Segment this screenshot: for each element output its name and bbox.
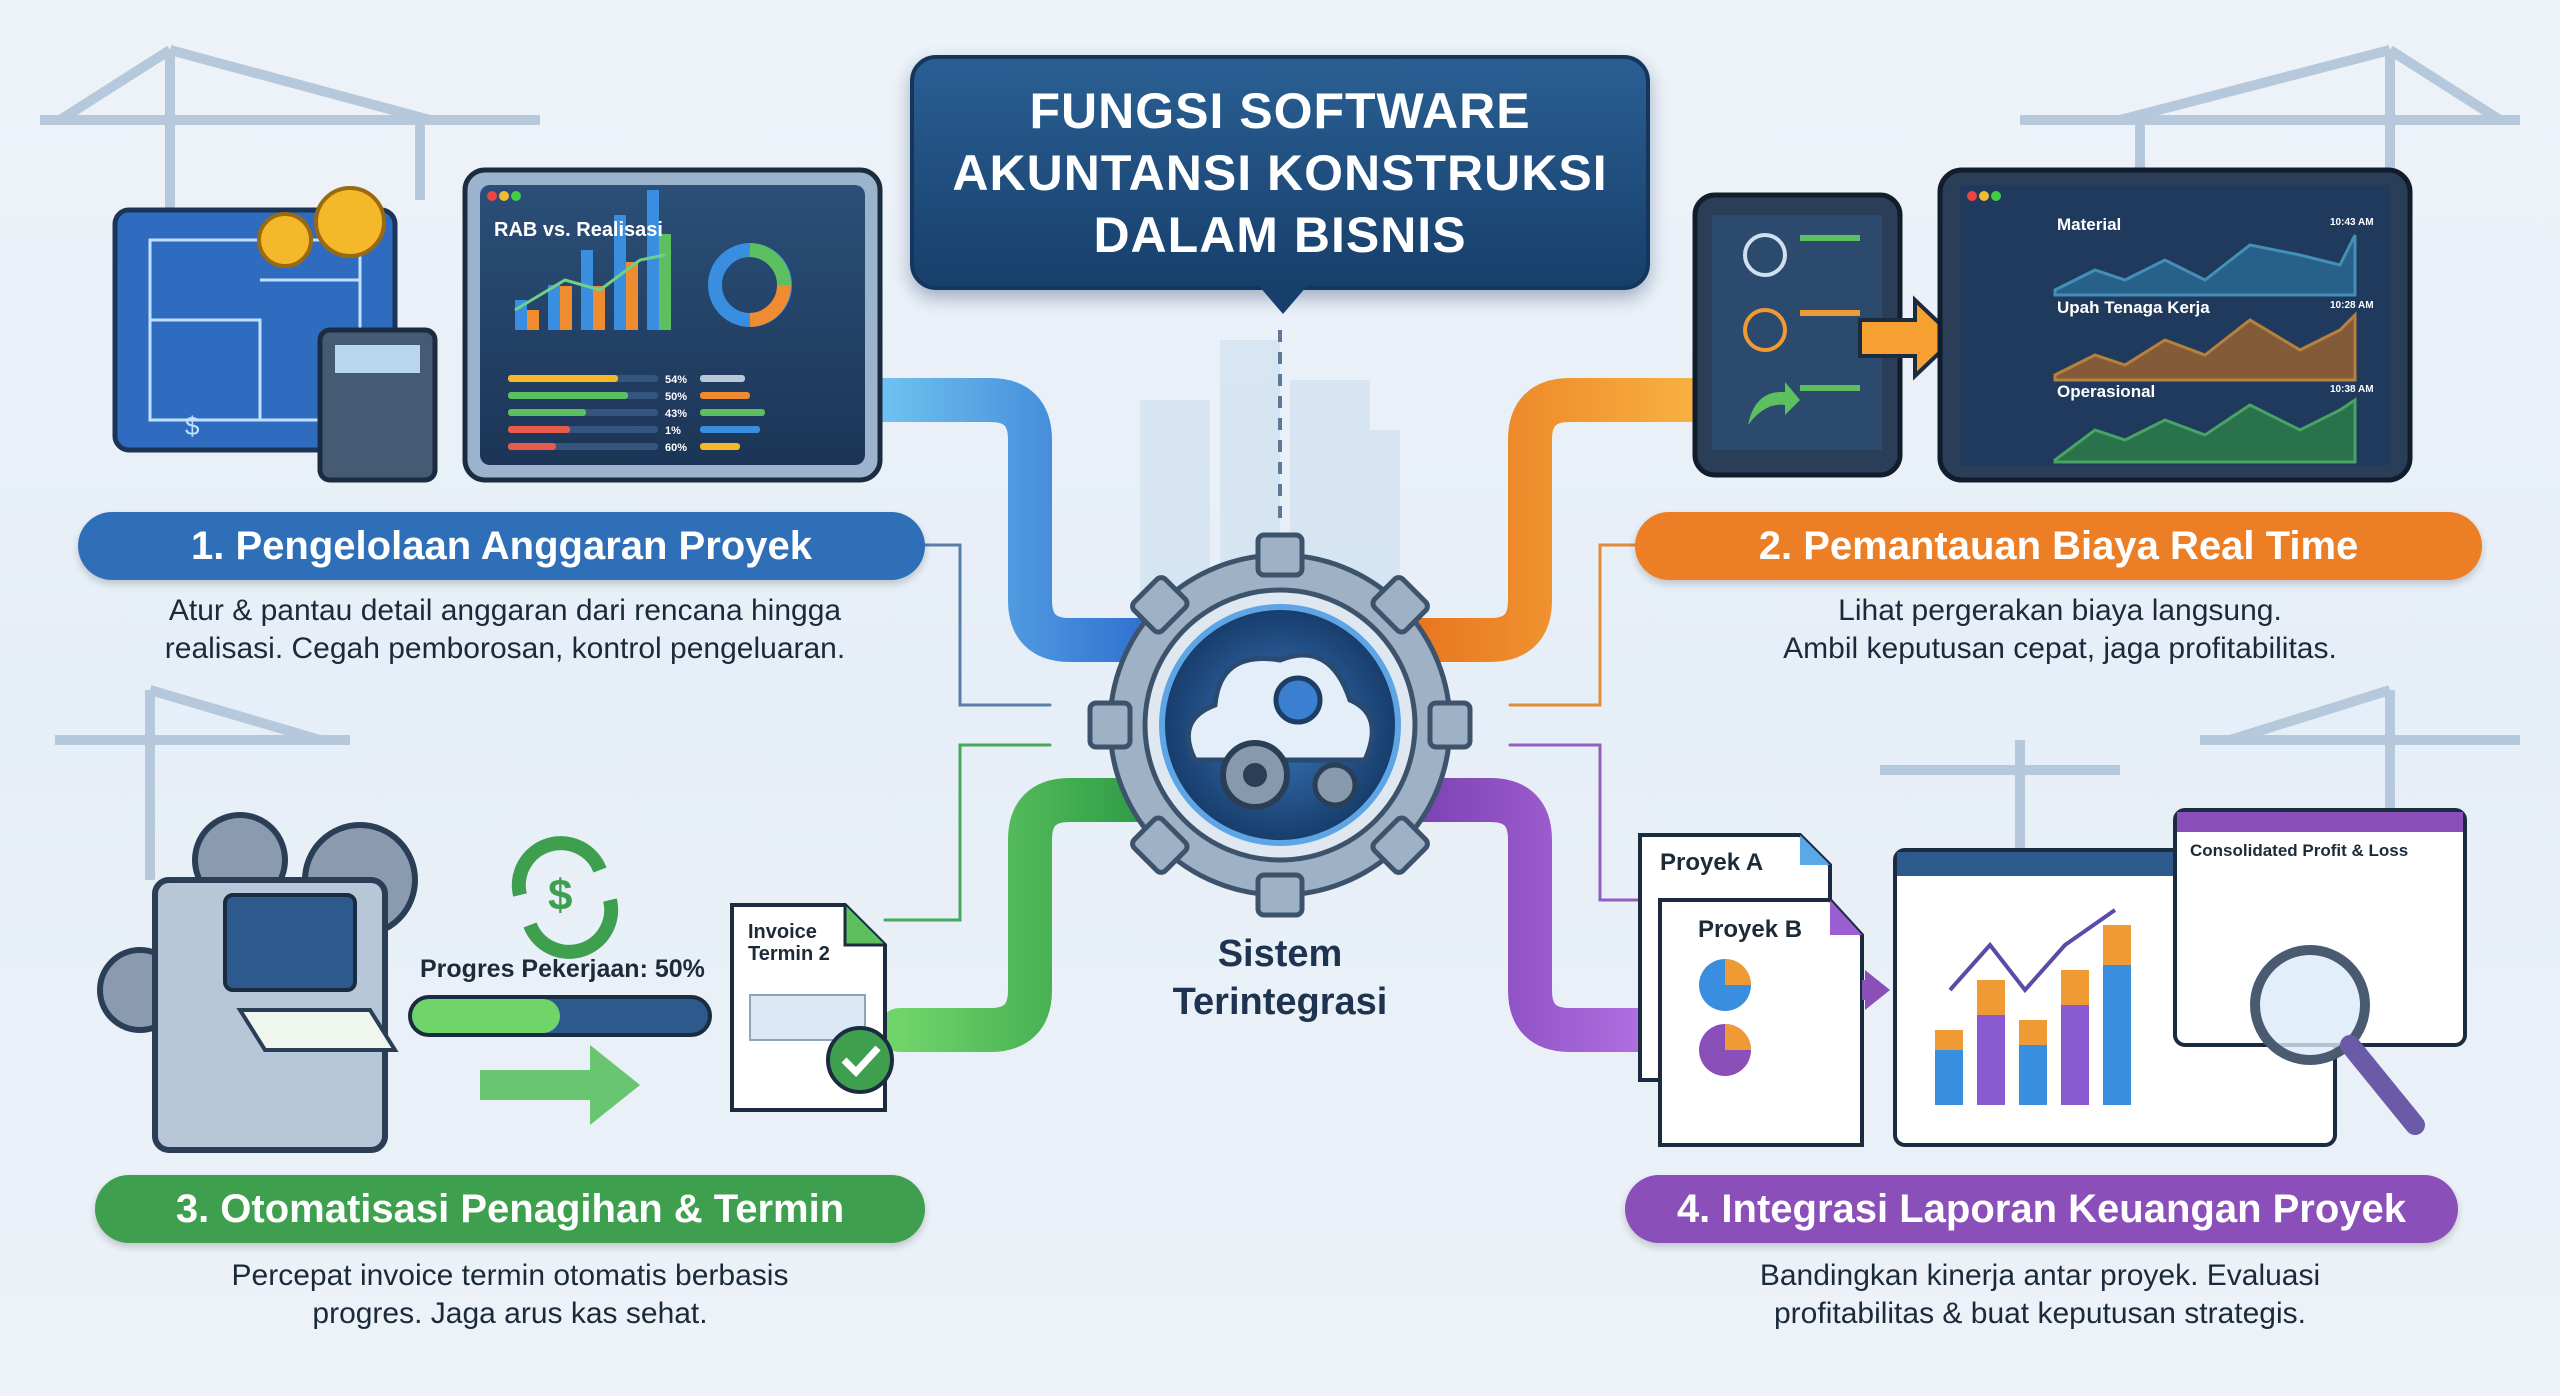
- section-4-heading: 4. Integrasi Laporan Keuangan Proyek: [1625, 1175, 2458, 1243]
- progress-bar: [408, 995, 712, 1037]
- budget-bar: [508, 409, 586, 416]
- connector-purple: [1388, 743, 1662, 1052]
- coin-icon: [257, 212, 313, 268]
- mini-bar: [581, 250, 593, 330]
- center-label-line: Terintegrasi: [1172, 981, 1388, 1023]
- crane-icon: [40, 45, 2520, 880]
- table-bar: [700, 409, 765, 416]
- report-bar-segment: [1977, 980, 2005, 1015]
- desc-line: Atur & pantau detail anggaran dari renca…: [168, 594, 842, 627]
- desc-line: Ambil keputusan cepat, jaga profitabilit…: [1783, 632, 2337, 665]
- table-bar: [700, 426, 760, 433]
- desc-line: Lihat pergerakan biaya langsung.: [1838, 594, 2282, 627]
- report-bar: [2019, 1045, 2047, 1105]
- magnifier-icon: [2250, 945, 2370, 1065]
- billing-machine: [97, 812, 418, 1153]
- mini-bar: [614, 215, 626, 330]
- desc-line: realisasi. Cegah pemborosan, kontrol pen…: [164, 632, 846, 665]
- section-2-description: Lihat pergerakan biaya langsung. Ambil ke…: [1635, 592, 2485, 668]
- title-line: DALAM BISNIS: [1093, 206, 1467, 263]
- budget-bar: [508, 392, 628, 399]
- doc-a-label: Proyek A: [1660, 849, 1763, 876]
- section-4-description: Bandingkan kinerja antar proyek. Evaluas…: [1615, 1257, 2465, 1333]
- clock-icon: [1743, 308, 1787, 352]
- mini-bar: [548, 285, 560, 330]
- arrow-right-icon: [1860, 970, 1890, 1010]
- report-bar: [1977, 1015, 2005, 1105]
- report-bar-segment: [2019, 1020, 2047, 1045]
- section-1-heading: 1. Pengelolaan Anggaran Proyek: [78, 512, 925, 580]
- progress-label: Progres Pekerjaan: 50%: [420, 955, 705, 983]
- coin-icon: [314, 186, 386, 258]
- tablet-small: [1692, 192, 1903, 478]
- cost-row-label: Upah Tenaga Kerja: [2057, 298, 2210, 317]
- svg-text:$: $: [185, 411, 200, 441]
- cost-row-time: 10:28 AM: [2330, 300, 2374, 311]
- mini-bar: [527, 310, 539, 330]
- check-icon: [826, 1026, 894, 1094]
- mini-bar: [560, 286, 572, 330]
- section-3-heading: 3. Otomatisasi Penagihan & Termin: [95, 1175, 925, 1243]
- connector-orange: [1388, 378, 1712, 707]
- share-arrow-icon: [1748, 382, 1800, 425]
- desc-line: progres. Jaga arus kas sehat.: [312, 1297, 708, 1330]
- gear-icon: [1312, 762, 1358, 808]
- report-bar: [2061, 1005, 2089, 1105]
- pnl-title: Consolidated Profit & Loss: [2190, 841, 2408, 860]
- cost-row-time: 10:43 AM: [2330, 217, 2374, 228]
- mini-bar: [593, 286, 605, 330]
- section-3-description: Percepat invoice termin otomatis berbasi…: [85, 1257, 935, 1333]
- mini-bar: [626, 262, 638, 330]
- report-bar: [1935, 1050, 1963, 1105]
- budget-bar: [508, 375, 618, 382]
- cost-row-label: Material: [2057, 215, 2121, 234]
- section-2-heading: 2. Pemantauan Biaya Real Time: [1635, 512, 2482, 580]
- invoice-document: Invoice Termin 2: [730, 903, 894, 1112]
- doc-b-label: Proyek B: [1698, 916, 1802, 943]
- arrow-right-icon: [1858, 295, 1958, 381]
- report-bar-segment: [2103, 925, 2131, 965]
- cost-row-label: Operasional: [2057, 382, 2155, 401]
- invoice-title: Invoice: [748, 921, 817, 943]
- section-1-description: Atur & pantau detail anggaran dari renca…: [80, 592, 930, 668]
- profit-loss-window: Consolidated Profit & Loss: [2173, 808, 2467, 1135]
- mini-bar: [647, 190, 659, 330]
- center-label: Sistem Terintegrasi: [1130, 930, 1430, 1026]
- blueprint-illustration: $: [112, 186, 438, 483]
- table-bar: [700, 375, 745, 382]
- project-documents: Proyek A Proyek B: [1638, 833, 1864, 1147]
- svg-text:$: $: [548, 871, 572, 920]
- connector-blue: [858, 378, 1172, 707]
- report-bar: [2103, 965, 2131, 1105]
- mini-bar: [659, 234, 671, 330]
- budget-bar: [508, 443, 556, 450]
- report-bar-segment: [2061, 970, 2089, 1005]
- title-line: FUNGSI SOFTWARE: [1029, 82, 1531, 139]
- cost-row-time: 10:38 AM: [2330, 384, 2374, 395]
- desc-line: Bandingkan kinerja antar proyek. Evaluas…: [1759, 1259, 2321, 1292]
- money-cycle-icon: $: [511, 836, 619, 959]
- title-line: AKUNTANSI KONSTRUKSI: [952, 144, 1608, 201]
- arrow-right-icon: [480, 1045, 640, 1125]
- page-title: FUNGSI SOFTWARE AKUNTANSI KONSTRUKSI DAL…: [910, 55, 1650, 314]
- table-bar: [700, 392, 750, 399]
- clock-icon: [1743, 233, 1787, 277]
- budget-bar: [508, 426, 570, 433]
- report-bar-segment: [1935, 1030, 1963, 1050]
- desc-line: Percepat invoice termin otomatis berbasi…: [231, 1259, 789, 1292]
- central-gear: [1087, 532, 1473, 918]
- desc-line: profitabilitas & buat keputusan strategi…: [1774, 1297, 2306, 1330]
- table-bar: [700, 443, 740, 450]
- connector-green: [878, 743, 1172, 1052]
- center-label-line: Sistem: [1217, 933, 1343, 975]
- gear-icon: [1273, 675, 1323, 725]
- cost-dashboard: Material 10:43 AM Upah Tenaga Kerja 10:2…: [1937, 167, 2413, 483]
- budget-dashboard: [462, 167, 883, 483]
- invoice-subtitle: Termin 2: [748, 943, 830, 965]
